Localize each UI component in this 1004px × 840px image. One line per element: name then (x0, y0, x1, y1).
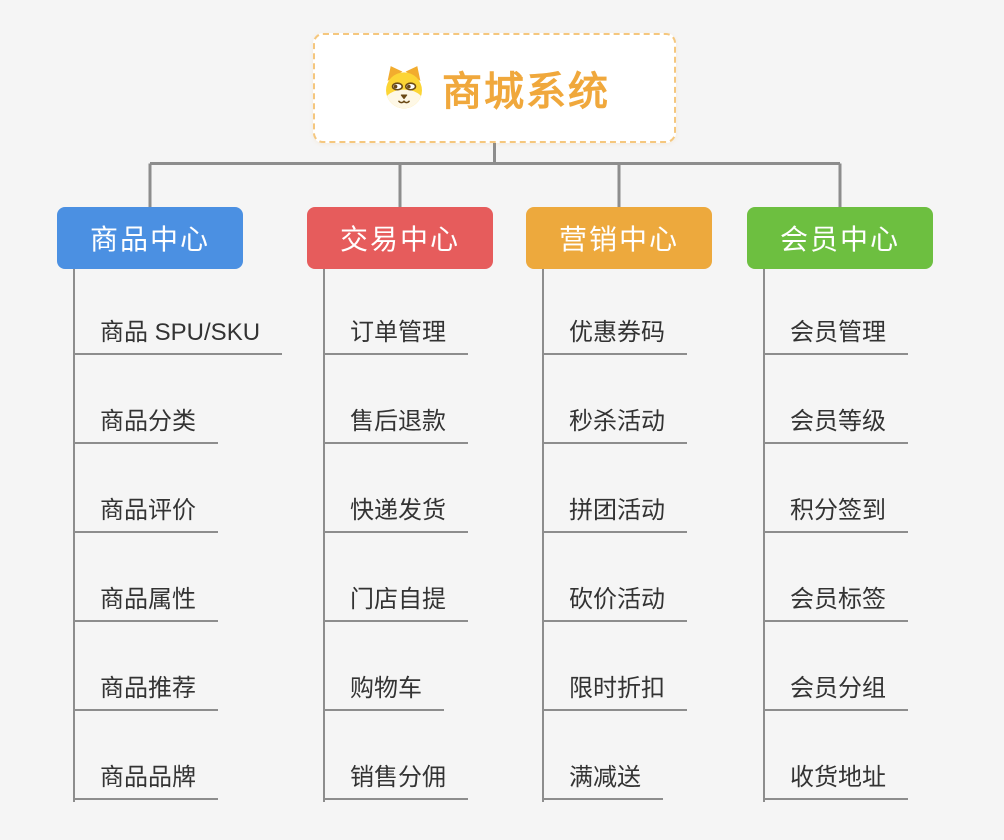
leaf-node[interactable]: 商品评价 (73, 491, 218, 533)
leaf-label: 会员等级 (790, 408, 886, 435)
leaf-label: 会员管理 (790, 319, 886, 346)
branch-node-2[interactable]: 交易中心 (307, 207, 493, 269)
leaf-label: 商品分类 (100, 408, 196, 435)
leaf-node[interactable]: 会员等级 (763, 402, 908, 444)
leaf-label: 商品 SPU/SKU (100, 319, 261, 346)
branch-connector-line (73, 269, 75, 802)
leaf-label: 购物车 (350, 675, 422, 702)
leaf-label: 商品评价 (100, 497, 196, 524)
leaf-node[interactable]: 商品属性 (73, 580, 218, 622)
leaf-label: 商品推荐 (100, 675, 196, 702)
leaf-node[interactable]: 商品 SPU/SKU (73, 313, 283, 355)
leaf-node[interactable]: 积分签到 (763, 491, 908, 533)
leaf-node[interactable]: 会员分组 (763, 669, 908, 711)
leaf-label: 商品属性 (100, 586, 196, 613)
branch-node-1[interactable]: 商品中心 (57, 207, 243, 269)
branch-label: 会员中心 (779, 224, 900, 255)
leaf-label: 积分签到 (790, 497, 886, 524)
leaf-node[interactable]: 购物车 (323, 669, 444, 711)
leaf-node[interactable]: 门店自提 (323, 580, 468, 622)
leaf-label: 商品品牌 (100, 764, 196, 791)
dog-face-icon (379, 63, 429, 113)
root-title: 商城系统 (442, 70, 610, 114)
leaf-label: 销售分佣 (350, 764, 446, 791)
leaf-node[interactable]: 商品品牌 (73, 758, 218, 800)
leaf-node[interactable]: 会员标签 (763, 580, 908, 622)
branch-connector-line (542, 269, 544, 802)
leaf-label: 会员分组 (790, 675, 886, 702)
leaf-label: 快递发货 (350, 497, 446, 524)
leaf-node[interactable]: 优惠券码 (542, 313, 687, 355)
leaf-label: 收货地址 (790, 764, 886, 791)
branch-node-4[interactable]: 会员中心 (747, 207, 933, 269)
branch-label: 营销中心 (558, 224, 679, 255)
leaf-node[interactable]: 售后退款 (323, 402, 468, 444)
root-node[interactable]: 商城系统 (313, 33, 676, 143)
leaf-label: 限时折扣 (569, 675, 665, 702)
leaf-node[interactable]: 销售分佣 (323, 758, 468, 800)
leaf-node[interactable]: 商品分类 (73, 402, 218, 444)
leaf-label: 门店自提 (350, 586, 446, 613)
leaf-label: 会员标签 (790, 586, 886, 613)
branch-connector-line (323, 269, 325, 802)
leaf-node[interactable]: 商品推荐 (73, 669, 218, 711)
leaf-node[interactable]: 秒杀活动 (542, 402, 687, 444)
leaf-label: 订单管理 (350, 319, 446, 346)
leaf-node[interactable]: 订单管理 (323, 313, 468, 355)
leaf-label: 售后退款 (350, 408, 446, 435)
branch-node-3[interactable]: 营销中心 (526, 207, 712, 269)
leaf-node[interactable]: 快递发货 (323, 491, 468, 533)
leaf-label: 满减送 (569, 764, 641, 791)
branch-label: 交易中心 (339, 224, 460, 255)
branch-connector-line (763, 269, 765, 802)
leaf-node[interactable]: 拼团活动 (542, 491, 687, 533)
leaf-node[interactable]: 会员管理 (763, 313, 908, 355)
leaf-node[interactable]: 收货地址 (763, 758, 908, 800)
leaf-label: 秒杀活动 (569, 408, 665, 435)
leaf-node[interactable]: 限时折扣 (542, 669, 687, 711)
leaf-label: 拼团活动 (569, 497, 665, 524)
leaf-node[interactable]: 砍价活动 (542, 580, 687, 622)
leaf-label: 优惠券码 (569, 319, 665, 346)
leaf-node[interactable]: 满减送 (542, 758, 663, 800)
branch-label: 商品中心 (89, 224, 210, 255)
leaf-label: 砍价活动 (569, 586, 665, 613)
